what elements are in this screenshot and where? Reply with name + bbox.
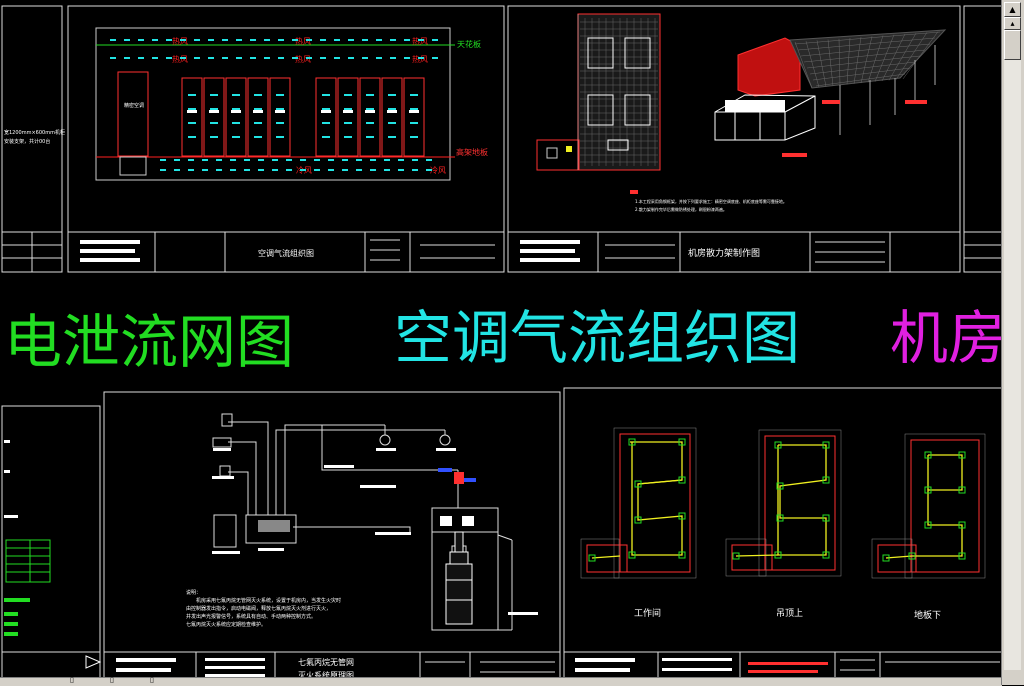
scroll-step-icon[interactable]: ▴	[1004, 17, 1021, 30]
vertical-scrollbar[interactable]: ▲ ▴	[1001, 0, 1024, 685]
banner-right-title: 机房	[890, 304, 1006, 372]
status-tab-3[interactable]: ▯	[150, 676, 154, 684]
svg-text:安装支架，共计00台: 安装支架，共计00台	[4, 138, 50, 145]
sheet-gas-suppression: 说明： 机房采用七氟丙烷无管网灭火系统，设置于机房内，当发生火灾时 由控制器发出…	[103, 391, 561, 681]
plan-label-under-floor: 地板下	[914, 609, 941, 621]
sheet-partial-left: 宽1200mm×600mm机柜 安装支架，共计00台	[1, 5, 65, 273]
airflow-title-block	[68, 231, 504, 272]
svg-text:七氟丙烷灭火系统应定期检查维护。: 七氟丙烷灭火系统应定期检查维护。	[186, 621, 266, 628]
svg-text:由控制器发出指令，启动电磁阀，释放七氟丙烷灭火剂进行灭火，: 由控制器发出指令，启动电磁阀，释放七氟丙烷灭火剂进行灭火，	[186, 605, 331, 612]
hot-air-label-5: 热风	[295, 54, 311, 64]
gas-sheet-title-2: 灭火系统原理图	[298, 670, 354, 680]
status-bar: ▯ ▯ ▯	[0, 676, 1002, 686]
airflow-sheet-title: 空调气流组织图	[258, 248, 314, 258]
raised-floor-label: 高架地板	[456, 147, 488, 157]
gas-sheet-title-1: 七氟丙烷无管网	[298, 657, 354, 667]
ac-unit-label: 精密空调	[124, 102, 144, 109]
rack-sheet-title: 机房散力架制作图	[688, 247, 760, 259]
plan-label-ceiling-top: 吊顶上	[776, 608, 803, 619]
scrollbar-track[interactable]	[1004, 60, 1021, 670]
banner-left-title: 电泄流网图	[4, 308, 294, 376]
sheet-airflow: 天花板 高架地板 热风 热风 热风 热风 热风 热风 冷风 冷风 精密空调	[67, 5, 505, 273]
scroll-up-arrow-icon[interactable]: ▲	[1004, 2, 1021, 17]
svg-text:说明：: 说明：	[186, 589, 201, 596]
svg-text:宽1200mm×600mm机柜: 宽1200mm×600mm机柜	[4, 129, 65, 136]
hot-air-label-2: 热风	[295, 36, 311, 46]
svg-text:并发出声光报警信号，系统具有自动、手动两种控制方式。: 并发出声光报警信号，系统具有自动、手动两种控制方式。	[186, 613, 316, 620]
plan-label-work-room: 工作间	[634, 607, 661, 619]
sheet-grounding-plans: 工作间 吊顶上 地板下	[563, 387, 1003, 681]
sheet-rack: 1.本工程采用角钢框架，并按下列要求施工：精密空调底座、机柜底座等需可靠接地。 …	[507, 5, 961, 273]
cold-air-label-2: 冷风	[430, 165, 446, 175]
sheet-partial-bottom-left	[1, 405, 102, 681]
status-tab-1[interactable]: ▯	[70, 676, 74, 684]
svg-text:2.散力架制作完毕后需做防锈处理，刷银粉漆两遍。: 2.散力架制作完毕后需做防锈处理，刷银粉漆两遍。	[635, 206, 727, 212]
banner-center-title: 空调气流组织图	[394, 304, 800, 372]
svg-text:机房采用七氟丙烷无管网灭火系统，设置于机房内，当发生火灾时: 机房采用七氟丙烷无管网灭火系统，设置于机房内，当发生火灾时	[196, 597, 341, 604]
ceiling-label: 天花板	[457, 39, 481, 49]
status-tab-2[interactable]: ▯	[110, 676, 114, 684]
sheet-partial-right	[963, 5, 1003, 273]
scrollbar-thumb[interactable]	[1004, 30, 1021, 60]
svg-text:1.本工程采用角钢框架，并按下列要求施工：精密空调底座、机柜: 1.本工程采用角钢框架，并按下列要求施工：精密空调底座、机柜底座等需可靠接地。	[635, 198, 787, 204]
